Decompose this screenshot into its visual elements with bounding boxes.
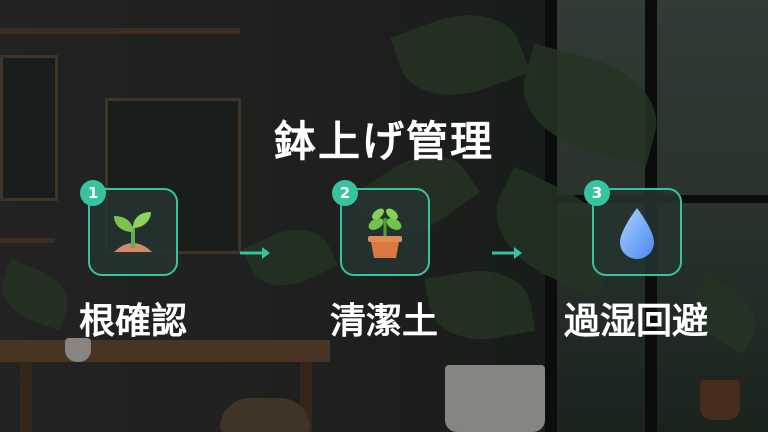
small-pot <box>65 338 91 362</box>
arrow-right-icon <box>492 247 522 259</box>
shelf-top <box>0 28 240 34</box>
shelf-left <box>0 238 55 243</box>
wall-frame-left <box>0 55 58 201</box>
sprout-icon <box>114 212 152 252</box>
step-number-badge: 3 <box>584 180 610 206</box>
small-pot <box>700 380 740 420</box>
arrow-right-icon <box>240 247 270 259</box>
page-title: 鉢上げ管理 <box>273 117 494 166</box>
water-drop-icon <box>620 208 654 259</box>
potted-plant-icon <box>368 208 402 258</box>
stool <box>220 398 310 432</box>
step-3-card: 3 <box>584 180 682 276</box>
step-2-label: 清潔土 <box>329 301 438 342</box>
step-number-badge: 1 <box>80 180 106 206</box>
large-planter <box>445 365 545 432</box>
step-1-card: 1 <box>80 180 178 276</box>
step-3-label: 過湿回避 <box>563 301 708 342</box>
table-leg <box>20 362 32 432</box>
step-2-card: 2 <box>332 180 430 276</box>
step-number-badge: 2 <box>332 180 358 206</box>
step-1-label: 根確認 <box>78 301 187 342</box>
